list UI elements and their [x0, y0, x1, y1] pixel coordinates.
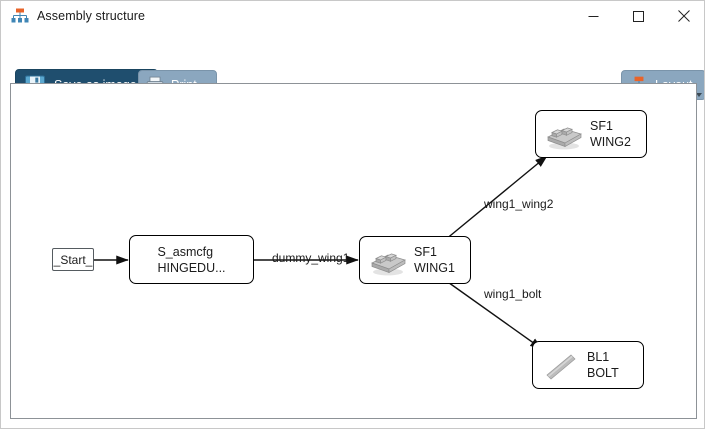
- bolt-icon: [541, 350, 581, 380]
- edge-label-wing1-wing2: wing1_wing2: [484, 197, 554, 211]
- node-wing2-line2: WING2: [590, 135, 631, 149]
- title-bar: Assembly structure: [1, 1, 704, 31]
- node-wing2-line1: SF1: [590, 119, 613, 133]
- assembly-graph-canvas[interactable]: _Start_ S_asmcfg HINGEDU...: [10, 83, 697, 419]
- minimize-icon: [588, 15, 599, 17]
- node-wing2[interactable]: SF1 WING2: [535, 110, 647, 158]
- node-bolt-text: BL1 BOLT: [587, 349, 619, 381]
- part-icon: [368, 243, 408, 277]
- close-icon: [677, 10, 690, 22]
- graph-edges: [93, 155, 548, 350]
- node-asmcfg[interactable]: S_asmcfg HINGEDU...: [129, 235, 254, 284]
- edge-label-wing1-bolt: wing1_bolt: [484, 287, 542, 301]
- node-asmcfg-text: S_asmcfg HINGEDU...: [157, 244, 225, 276]
- chevron-down-icon[interactable]: [695, 93, 702, 97]
- maximize-icon: [633, 10, 644, 22]
- toolbar: Save as image... Print...: [1, 31, 704, 101]
- window-controls: [571, 1, 704, 31]
- part-icon: [544, 117, 584, 151]
- edge-wing1-bolt: [444, 279, 543, 350]
- node-bolt-line1: BL1: [587, 350, 610, 364]
- node-bolt-line2: BOLT: [587, 366, 619, 380]
- minimize-button[interactable]: [571, 1, 616, 31]
- edge-label-dummy-wing1: dummy_wing1: [272, 251, 350, 265]
- close-button[interactable]: [661, 1, 704, 31]
- node-asmcfg-line1: S_asmcfg: [157, 244, 214, 259]
- node-bolt[interactable]: BL1 BOLT: [532, 341, 644, 389]
- node-wing2-text: SF1 WING2: [590, 118, 631, 150]
- node-wing1-text: SF1 WING1: [414, 244, 455, 276]
- node-wing1-line2: WING1: [414, 261, 455, 275]
- node-asmcfg-line2: HINGEDU...: [157, 260, 226, 275]
- node-wing1-line1: SF1: [414, 245, 437, 259]
- node-start-label: _Start_: [53, 252, 93, 267]
- window-title: Assembly structure: [37, 9, 146, 23]
- node-start[interactable]: _Start_: [52, 248, 94, 271]
- maximize-button[interactable]: [616, 1, 661, 31]
- node-wing1[interactable]: SF1 WING1: [359, 236, 471, 284]
- hierarchy-icon: [11, 7, 29, 25]
- edge-wing1-wing2: [444, 155, 548, 241]
